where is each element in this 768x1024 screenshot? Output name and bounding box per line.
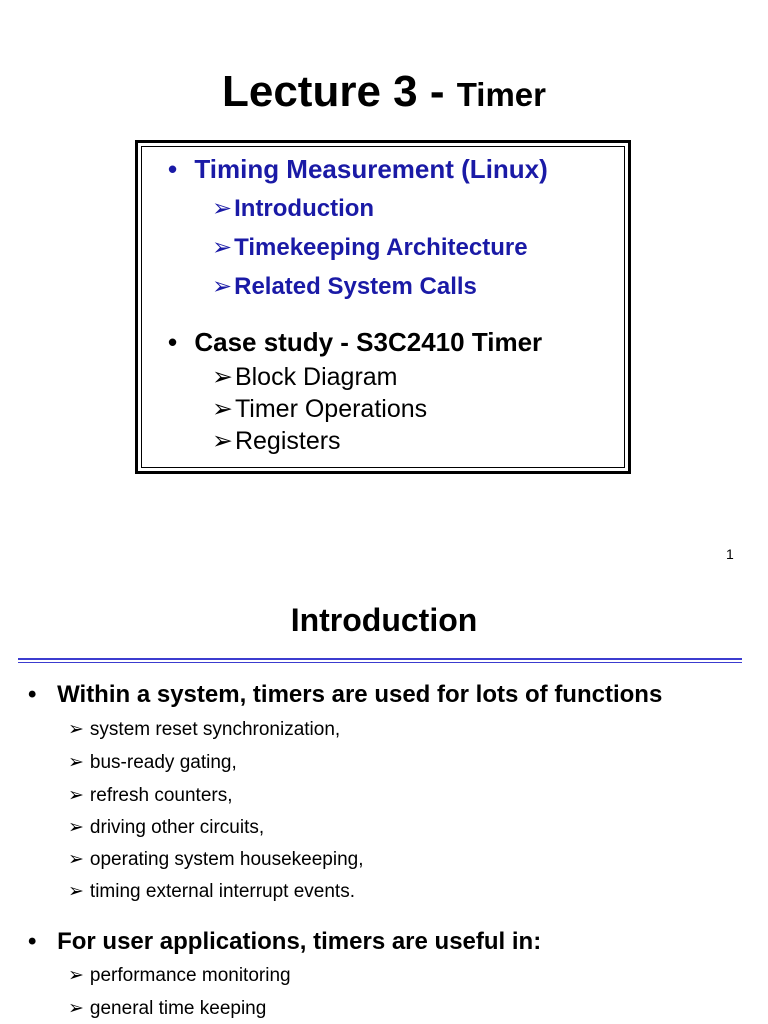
outline-item: ➢Related System Calls [212, 273, 477, 300]
sub-item: ➢refresh counters, [68, 785, 233, 806]
title-sub: Timer [456, 76, 547, 113]
outline-section-2: • Case study - S3C2410 Timer [168, 329, 542, 355]
arrowhead-icon: ➢ [68, 752, 84, 773]
bullet-icon: • [168, 327, 178, 357]
sub-item: ➢driving other circuits, [68, 817, 265, 838]
outline-item: ➢Block Diagram [212, 363, 398, 391]
arrowhead-icon: ➢ [68, 998, 84, 1019]
outline-section-1: • Timing Measurement (Linux) [168, 156, 548, 182]
arrowhead-icon: ➢ [68, 785, 84, 806]
arrowhead-icon: ➢ [212, 395, 233, 423]
sub-item: ➢general time keeping [68, 998, 267, 1019]
sub-item: ➢bus-ready gating, [68, 752, 237, 773]
bullet-text: Within a system, timers are used for lot… [57, 681, 663, 708]
outline-box [135, 140, 631, 474]
title-divider [18, 658, 742, 660]
bullet-point: • For user applications, timers are usef… [28, 930, 541, 954]
sub-item: ➢system reset synchronization, [68, 719, 341, 740]
arrowhead-icon: ➢ [68, 965, 84, 986]
outline-item: ➢Introduction [212, 195, 375, 222]
arrowhead-icon: ➢ [68, 849, 84, 870]
sub-item: ➢timing external interrupt events. [68, 881, 355, 902]
arrowhead-icon: ➢ [212, 234, 233, 261]
arrowhead-icon: ➢ [212, 195, 233, 222]
outline-item: ➢Timekeeping Architecture [212, 234, 528, 261]
outline-item: ➢Registers [212, 427, 341, 455]
arrowhead-icon: ➢ [68, 719, 84, 740]
arrowhead-icon: ➢ [212, 363, 233, 391]
bullet-point: • Within a system, timers are used for l… [28, 683, 662, 707]
title-divider [18, 662, 742, 663]
bullet-text: For user applications, timers are useful… [57, 928, 542, 955]
page-number: 1 [726, 546, 734, 562]
outline-heading: Case study - S3C2410 Timer [194, 327, 543, 357]
sub-item: ➢operating system housekeeping, [68, 849, 364, 870]
title-dash: - [417, 67, 457, 116]
bullet-icon: • [168, 154, 178, 184]
slide-title: Lecture 3 - Timer [0, 70, 768, 114]
sub-item: ➢performance monitoring [68, 965, 291, 986]
arrowhead-icon: ➢ [68, 817, 84, 838]
arrowhead-icon: ➢ [212, 427, 233, 455]
outline-heading: Timing Measurement (Linux) [194, 154, 548, 184]
arrowhead-icon: ➢ [68, 881, 84, 902]
arrowhead-icon: ➢ [212, 273, 233, 300]
slide-title: Introduction [290, 602, 478, 638]
outline-item: ➢Timer Operations [212, 395, 428, 423]
bullet-icon: • [28, 928, 37, 955]
title-main: Lecture 3 [221, 67, 418, 116]
bullet-icon: • [28, 681, 37, 708]
